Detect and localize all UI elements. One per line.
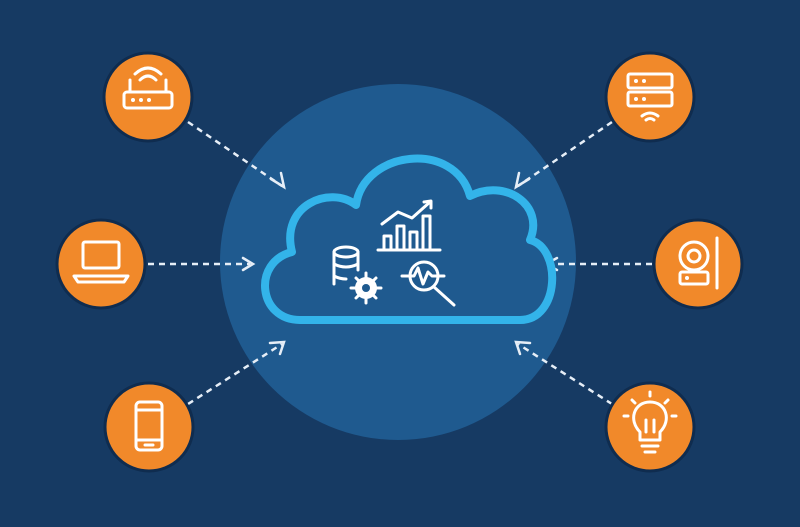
node-bulb [604,381,696,473]
security-camera-icon [678,236,719,290]
connector-laptop [148,256,256,272]
connectors [148,120,652,406]
connector-smartphone [187,340,286,406]
connector-bulb [514,340,613,406]
bar-chart-trend-icon [376,199,442,252]
node-laptop [55,218,147,310]
connector-router [187,120,286,190]
node-camera [652,218,744,310]
laptop-icon [72,240,130,284]
server-rack-icon [626,72,674,122]
node-router [102,51,194,143]
node-smartphone [103,381,195,473]
cloud-hub [261,154,557,324]
database-gear-icon [332,245,383,305]
smartphone-icon [134,400,164,452]
wifi-router-icon [122,66,174,110]
node-server [604,51,696,143]
smart-bulb-icon [622,390,678,454]
magnifier-pulse-icon [400,260,456,307]
connector-server [514,120,613,190]
